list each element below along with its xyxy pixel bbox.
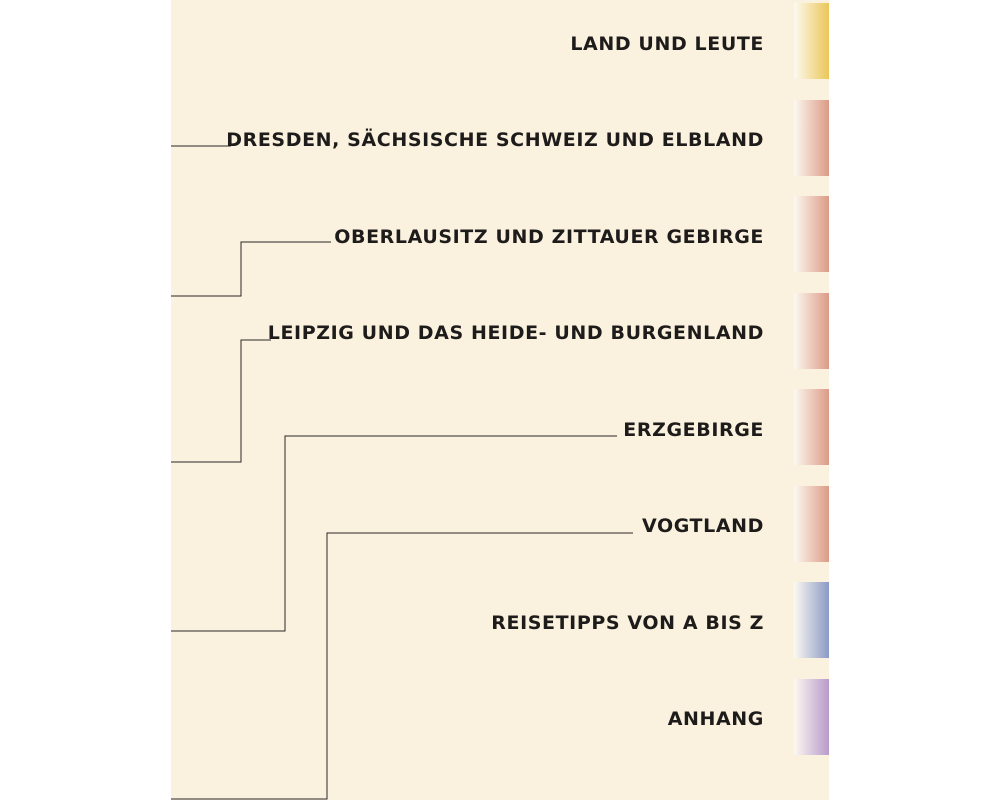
section-vogtland[interactable]: VOGTLAND xyxy=(641,515,764,537)
tab-oberlausitz[interactable] xyxy=(794,196,829,272)
connector-oberlausitz xyxy=(171,241,331,297)
contents-page: LAND UND LEUTE DRESDEN, SÄCHSISCHE SCHWE… xyxy=(171,0,829,800)
tab-leipzig[interactable] xyxy=(794,293,829,369)
connector-vogtland xyxy=(171,532,633,800)
section-erzgebirge[interactable]: ERZGEBIRGE xyxy=(623,419,764,441)
connector-lines xyxy=(171,145,633,800)
section-land-und-leute[interactable]: LAND UND LEUTE xyxy=(570,33,764,55)
tab-reisetipps[interactable] xyxy=(794,582,829,658)
tab-dresden[interactable] xyxy=(794,100,829,176)
section-dresden[interactable]: DRESDEN, SÄCHSISCHE SCHWEIZ UND ELBLAND xyxy=(226,129,764,151)
tab-erzgebirge[interactable] xyxy=(794,389,829,465)
connector-erzgebirge xyxy=(171,435,617,632)
tab-vogtland[interactable] xyxy=(794,486,829,562)
tab-anhang[interactable] xyxy=(794,679,829,755)
section-reisetipps[interactable]: REISETIPPS VON A BIS Z xyxy=(491,612,764,634)
section-oberlausitz[interactable]: OBERLAUSITZ UND ZITTAUER GEBIRGE xyxy=(334,226,764,248)
tab-land-und-leute[interactable] xyxy=(794,3,829,79)
connector-leipzig xyxy=(171,339,271,463)
section-anhang[interactable]: ANHANG xyxy=(667,708,764,730)
section-leipzig[interactable]: LEIPZIG UND DAS HEIDE- UND BURGENLAND xyxy=(267,322,764,344)
